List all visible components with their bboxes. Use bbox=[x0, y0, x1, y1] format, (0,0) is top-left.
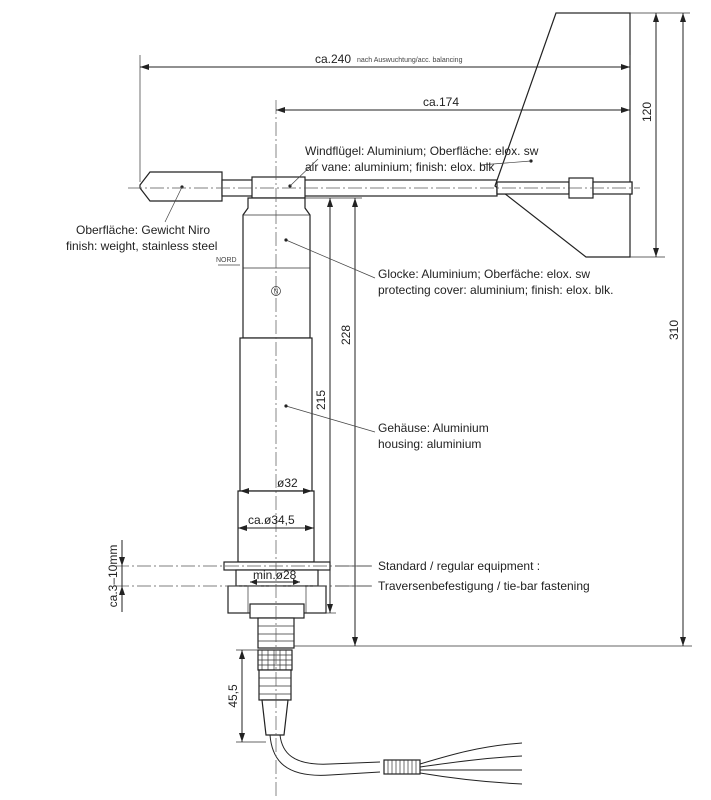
label-traverse: Traversenbefestigung / tie-bar fastening bbox=[378, 579, 590, 593]
label-cover-de: Glocke: Aluminium; Oberfäche: elox. sw bbox=[378, 267, 590, 281]
label-housing-en: housing: aluminium bbox=[378, 437, 481, 451]
label-weight-en: finish: weight, stainless steel bbox=[66, 239, 217, 253]
center-lines bbox=[115, 100, 640, 796]
label-cover-en: protecting cover: aluminium; finish: elo… bbox=[378, 283, 613, 297]
wire bbox=[419, 772, 523, 785]
label-vane-en: air vane: aluminium; finish: elox. blk bbox=[305, 160, 495, 174]
dimension-lines bbox=[119, 12, 692, 743]
dim-vane-to-axis: ca.174 bbox=[423, 95, 459, 109]
north-marker-letter: N bbox=[273, 289, 278, 296]
dim-overall-length: ca.240 bbox=[315, 52, 351, 66]
dim-total-height: 310 bbox=[667, 320, 681, 340]
wire bbox=[419, 755, 523, 768]
dim-diameter-34-5: ca.ø34,5 bbox=[248, 513, 295, 527]
dimension-texts: ca.240 nach Auswuchtung/acc. balancing c… bbox=[106, 52, 681, 708]
dim-body-228: 228 bbox=[339, 325, 353, 345]
dim-diameter-32: ø32 bbox=[277, 476, 298, 490]
dim-vane-height: 120 bbox=[640, 102, 654, 122]
wire bbox=[419, 742, 523, 765]
leader-lines bbox=[164, 158, 532, 587]
dim-min-diameter-28: min.ø28 bbox=[253, 568, 297, 582]
label-vane-de: Windflügel: Aluminium; Oberfläche: elox.… bbox=[305, 144, 539, 158]
cable-sleeve bbox=[383, 759, 421, 775]
strain-relief bbox=[261, 699, 289, 736]
dim-connector-length: 45,5 bbox=[226, 684, 240, 708]
cable bbox=[269, 734, 381, 776]
dim-body-215: 215 bbox=[314, 390, 328, 410]
wind-vane-assembly bbox=[139, 12, 633, 258]
connector-body bbox=[258, 669, 292, 701]
label-weight-de: Oberfläche: Gewicht Niro bbox=[76, 223, 210, 237]
cable-connector bbox=[257, 649, 523, 785]
label-standard: Standard / regular equipment : bbox=[378, 559, 540, 573]
dim-mount-range: ca.3–10mm bbox=[106, 545, 120, 608]
vane-fin bbox=[494, 12, 631, 258]
vane-hub bbox=[251, 176, 306, 199]
callout-labels: Windflügel: Aluminium; Oberfläche: elox.… bbox=[66, 144, 613, 593]
label-north: NORD bbox=[216, 257, 237, 264]
label-housing-de: Gehäuse: Aluminium bbox=[378, 421, 489, 435]
dim-balancing-note: nach Auswuchtung/acc. balancing bbox=[357, 57, 463, 64]
